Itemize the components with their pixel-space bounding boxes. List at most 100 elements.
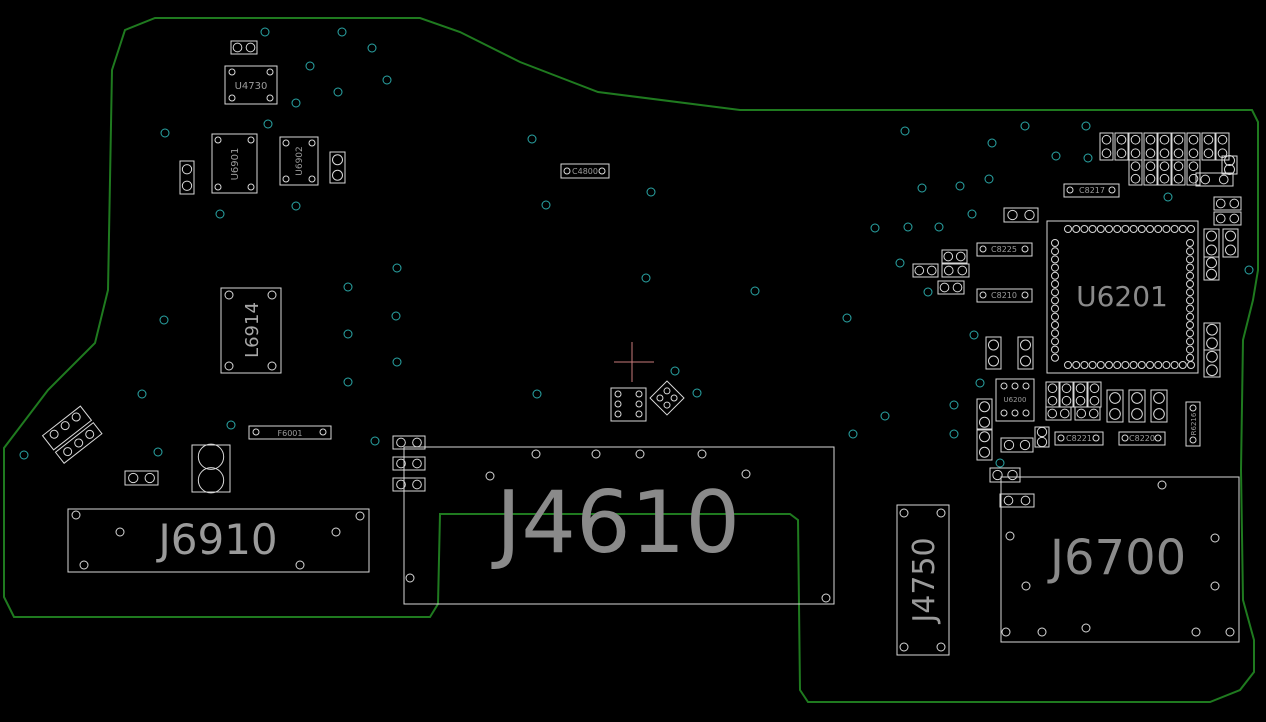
connector-j4610[interactable]: J4610	[403, 446, 835, 605]
passive	[1143, 132, 1158, 161]
via	[343, 329, 353, 339]
passive	[999, 493, 1035, 508]
chip-pad	[1154, 225, 1163, 233]
chip-pad	[1170, 225, 1179, 233]
passive	[1203, 322, 1221, 351]
passive	[1045, 381, 1060, 408]
chip-pad	[1186, 296, 1194, 305]
via	[949, 429, 959, 439]
chip-pad	[1186, 247, 1194, 256]
connector-j6910[interactable]: J6910	[67, 508, 370, 573]
via	[215, 209, 225, 219]
passive	[1059, 381, 1074, 408]
connector-j4750[interactable]: J4750	[896, 504, 950, 656]
via	[750, 286, 760, 296]
chip-u4730[interactable]: U4730	[224, 65, 278, 105]
via	[392, 357, 402, 367]
passive	[1203, 256, 1220, 281]
chip-u6902[interactable]: U6902	[279, 136, 319, 186]
passive	[976, 398, 993, 431]
chip-pad	[1113, 361, 1122, 369]
chip-pad	[1088, 361, 1097, 369]
chip-pad	[1129, 361, 1138, 369]
capacitor-c8220[interactable]: C8220	[1118, 431, 1166, 446]
chip-pad	[1186, 329, 1194, 338]
via	[527, 134, 537, 144]
inductor-l6914[interactable]: L6914	[220, 287, 282, 374]
center-component	[610, 387, 647, 422]
chip-pad	[1105, 361, 1113, 369]
chip-pad	[1051, 239, 1059, 247]
via	[541, 200, 551, 210]
via	[949, 400, 959, 410]
via	[291, 201, 301, 211]
passive	[1000, 437, 1034, 453]
via	[984, 174, 994, 184]
chip-pad	[1137, 361, 1146, 369]
via	[1081, 121, 1091, 131]
label-c8225: C8225	[991, 245, 1017, 254]
passive	[191, 443, 231, 494]
fuse-f6001[interactable]: F6001	[248, 425, 332, 440]
chip-pad	[1051, 288, 1059, 297]
via	[923, 287, 933, 297]
chip-u6200[interactable]: U6200	[995, 378, 1035, 422]
chip-pad	[1051, 304, 1059, 313]
label-u6901: U6901	[230, 148, 241, 181]
chip-pad	[1186, 312, 1194, 321]
chip-pad	[1113, 225, 1122, 233]
passive	[1203, 349, 1221, 378]
via	[532, 389, 542, 399]
connector-j6700[interactable]: J6700	[1000, 476, 1240, 643]
via	[967, 209, 977, 219]
label-c8221: C8221	[1066, 434, 1092, 443]
chip-pad	[1051, 321, 1059, 329]
chip-u6201[interactable]: U6201	[1046, 220, 1199, 374]
passive	[1106, 389, 1124, 423]
passive	[1114, 132, 1129, 161]
via	[646, 187, 656, 197]
passive-components	[124, 40, 1242, 508]
chip-pad	[1051, 263, 1059, 272]
chip-pad	[1072, 361, 1081, 369]
passive	[124, 470, 159, 486]
chip-pad	[1186, 280, 1194, 288]
passive	[1099, 132, 1114, 161]
via	[160, 128, 170, 138]
passive	[1034, 426, 1050, 448]
capacitor-c8225[interactable]: C8225	[976, 242, 1033, 257]
passive	[1203, 228, 1220, 258]
via	[153, 447, 163, 457]
label-c8220: C8220	[1129, 434, 1155, 443]
via	[333, 87, 343, 97]
diagonal-component-cluster	[41, 405, 103, 464]
capacitor-c8221[interactable]: C8221	[1054, 431, 1104, 446]
chip-pad	[1064, 361, 1072, 369]
via	[291, 98, 301, 108]
resistor-r6216[interactable]: R6216	[1185, 401, 1201, 447]
chip-pad	[1080, 361, 1089, 369]
via	[987, 138, 997, 148]
passive	[392, 456, 426, 471]
via	[969, 330, 979, 340]
chip-u6901[interactable]: U6901	[211, 133, 258, 194]
via	[692, 388, 702, 398]
passive	[1221, 155, 1238, 175]
label-j4750: J4750	[907, 537, 942, 624]
chip-pad	[1146, 225, 1154, 233]
via	[870, 223, 880, 233]
passive	[1087, 381, 1102, 408]
capacitor-c4800[interactable]: C4800	[560, 163, 610, 179]
board-outline	[3, 17, 1259, 703]
label-j4610: J4610	[491, 473, 740, 573]
capacitor-c8210[interactable]: C8210	[976, 288, 1033, 303]
via	[917, 183, 927, 193]
label-f6001: F6001	[278, 429, 303, 438]
chip-pad	[1186, 337, 1194, 346]
passive	[985, 336, 1002, 370]
passive	[941, 263, 970, 278]
capacitor-c8217[interactable]: C8217	[1063, 183, 1120, 198]
passive	[1045, 406, 1072, 421]
label-u6200: U6200	[1004, 396, 1027, 404]
